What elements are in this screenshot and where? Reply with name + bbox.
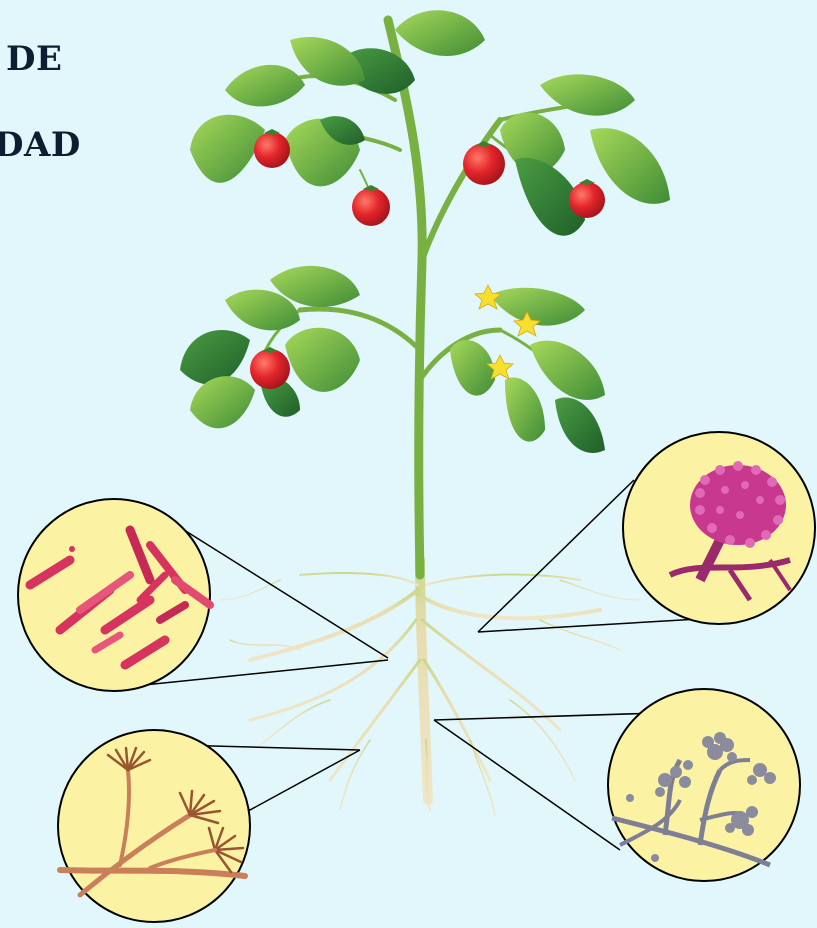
- bacteria-inset: [18, 499, 210, 691]
- tomato: [254, 132, 290, 168]
- leaf: [190, 376, 255, 428]
- tomato: [352, 188, 390, 226]
- leaf: [505, 377, 545, 441]
- pink-mold-inset: [623, 432, 815, 624]
- flower-icon: [475, 285, 501, 309]
- leaf: [450, 340, 495, 396]
- leaf: [285, 328, 360, 392]
- leaf: [190, 115, 265, 183]
- leaf: [180, 330, 250, 384]
- root-system: [220, 560, 640, 815]
- leaf: [555, 397, 605, 453]
- tomato: [463, 143, 505, 185]
- leaf: [530, 341, 605, 400]
- tomato: [569, 182, 605, 218]
- leaf: [490, 288, 585, 326]
- leaf: [395, 10, 485, 56]
- leaf: [225, 65, 305, 107]
- grey-mold-inset: [608, 689, 800, 881]
- brown-mold-inset: [58, 730, 250, 922]
- tomato: [250, 349, 290, 389]
